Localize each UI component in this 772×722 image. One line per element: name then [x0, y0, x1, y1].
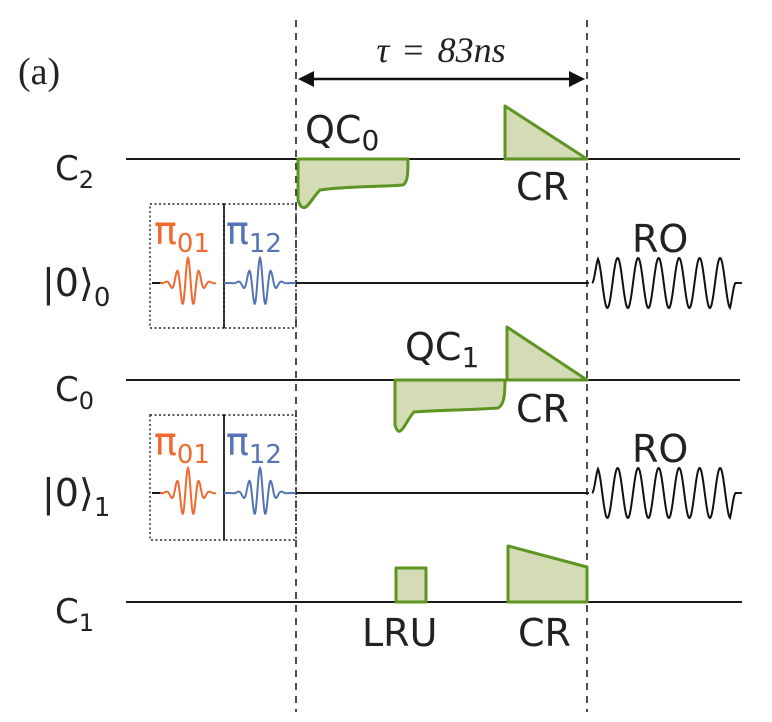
pi01-waveform-q0 — [160, 255, 216, 305]
wire-label-main: C — [55, 370, 79, 410]
wire-label-sub: 1 — [94, 493, 111, 523]
cr-pulse-c0 — [505, 325, 589, 382]
pi01-sub: 01 — [177, 229, 210, 259]
pi01-label-q1: π01 — [154, 420, 210, 470]
pi12-waveform-q1 — [224, 465, 296, 515]
qc1-label: QC1 — [405, 325, 479, 374]
ro-waveform-q1 — [591, 466, 737, 521]
pi01-waveform-q1 — [160, 465, 216, 515]
panel-label: (a) — [18, 51, 60, 93]
duration-label: τ = 83ns — [376, 30, 505, 70]
lru-label: LRU — [362, 611, 437, 655]
pi01-sub: 01 — [177, 440, 210, 470]
qc0-label-sub: 0 — [361, 124, 379, 157]
qc0-label: QC0 — [305, 108, 379, 157]
pi12-gate-box-q1 — [223, 414, 297, 541]
cr-label-c0: CR — [516, 387, 569, 431]
wire-label-q0: |0⟩0 — [42, 261, 110, 313]
qc1-pulse — [393, 378, 507, 433]
wire-label-q1: |0⟩1 — [42, 471, 110, 523]
ro-waveform-q0 — [591, 256, 737, 311]
wire-label-sub: 2 — [79, 166, 94, 194]
wire-label-main: C — [55, 149, 79, 189]
pi12-sub: 12 — [249, 440, 282, 470]
ro-label-q0: RO — [632, 217, 688, 261]
cr-pulse-c2 — [503, 104, 589, 161]
wire-label-sub: 1 — [79, 609, 94, 637]
pi12-label-q1: π12 — [226, 420, 282, 470]
wire-label-main: |0⟩ — [42, 261, 94, 306]
wire-label-sub: 0 — [94, 283, 111, 313]
lru-pulse — [394, 566, 428, 604]
wire-label-c2: C2 — [55, 149, 94, 194]
cr-label-c1: CR — [518, 611, 571, 655]
qc1-label-main: QC — [405, 325, 461, 369]
pi12-symbol: π — [226, 209, 249, 253]
qc0-label-main: QC — [305, 108, 361, 152]
ro-label-q1: RO — [632, 427, 688, 471]
qc1-label-sub: 1 — [461, 341, 479, 374]
pi12-sub: 12 — [249, 229, 282, 259]
pi01-symbol: π — [154, 420, 177, 464]
pi12-label-q0: π12 — [226, 209, 282, 259]
pi12-waveform-q0 — [224, 255, 296, 305]
cr-label-c2: CR — [516, 165, 569, 209]
pi12-symbol: π — [226, 420, 249, 464]
duration-symbol: τ — [376, 30, 390, 70]
wire-label-main: |0⟩ — [42, 471, 94, 516]
wire-label-sub: 0 — [79, 387, 94, 415]
pi01-label-q0: π01 — [154, 209, 210, 259]
duration-equals: = — [403, 30, 423, 70]
wire-label-c0: C0 — [55, 370, 94, 415]
cr-pulse-c1 — [506, 544, 589, 604]
wire-label-main: C — [55, 592, 79, 632]
qc0-pulse — [296, 157, 410, 209]
duration-arrow — [298, 71, 585, 87]
duration-value: 83ns — [438, 30, 506, 70]
wire-label-c1: C1 — [55, 592, 94, 637]
pi01-symbol: π — [154, 209, 177, 253]
